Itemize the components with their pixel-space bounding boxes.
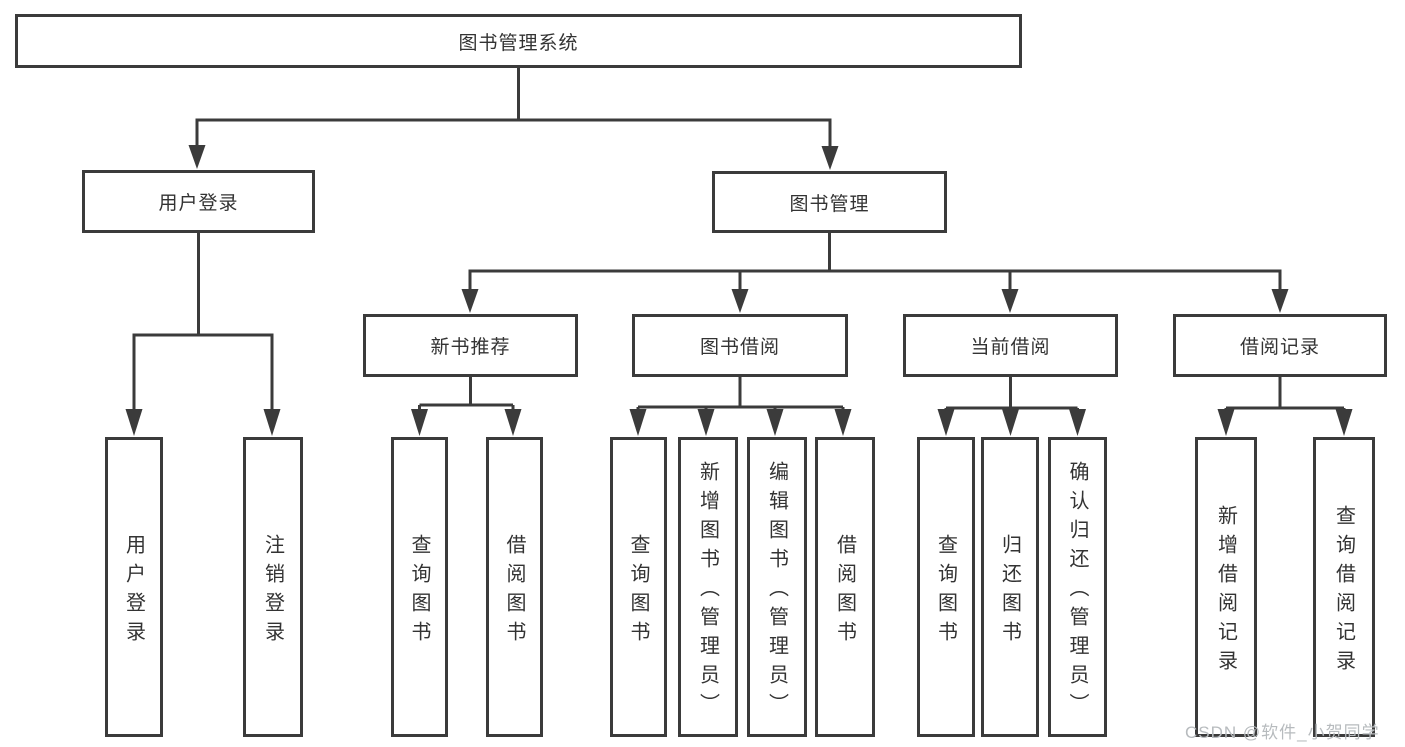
leaf-nbr-borrow-books-label: 借阅图书 <box>503 533 525 650</box>
leaf-bb-edit-books: 编辑图书（管理员） <box>747 437 807 737</box>
leaf-br-add-record-label: 新增借阅记录 <box>1214 504 1237 679</box>
arrow-leaf-logout <box>263 409 281 436</box>
leaf-br-query-record: 查询借阅记录 <box>1313 437 1375 737</box>
connector-book-mgmt <box>468 233 1282 290</box>
leaf-bb-add-books: 新增图书（管理员） <box>678 437 738 737</box>
leaf-logout: 注销登录 <box>243 437 303 737</box>
node-current-borrow-label: 当前借阅 <box>970 337 1051 358</box>
node-user-login: 用户登录 <box>82 170 315 233</box>
arrow-new-book-rec <box>461 289 479 313</box>
node-book-mgmt-label: 图书管理 <box>789 193 870 215</box>
arrow-leaf-bb-edit <box>766 409 784 436</box>
node-root-label: 图书管理系统 <box>458 32 579 54</box>
leaf-cb-query-books: 查询图书 <box>917 437 975 737</box>
leaf-bb-query-books-label: 查询图书 <box>627 533 649 650</box>
arrow-book-borrow <box>731 289 749 313</box>
connector-book-borrow <box>636 377 845 410</box>
leaf-bb-borrow-books-label: 借阅图书 <box>833 533 856 650</box>
node-borrow-records-label: 借阅记录 <box>1239 337 1320 358</box>
leaf-logout-label: 注销登录 <box>261 533 284 650</box>
node-root: 图书管理系统 <box>15 14 1022 68</box>
arrow-leaf-cb-query <box>937 409 955 436</box>
arrow-book-mgmt <box>821 146 839 170</box>
leaf-cb-return-books: 归还图书 <box>981 437 1039 737</box>
arrow-leaf-br-query <box>1335 409 1353 436</box>
leaf-user-login-label: 用户登录 <box>122 533 145 650</box>
leaf-nbr-query-books: 查询图书 <box>391 437 448 737</box>
arrow-leaf-br-add <box>1217 409 1235 436</box>
connector-borrow-records <box>1224 377 1346 410</box>
csdn-watermark: CSDN @软件_小贺同学 <box>1185 723 1380 742</box>
leaf-cb-return-books-label: 归还图书 <box>998 533 1021 650</box>
leaf-nbr-query-books-label: 查询图书 <box>408 533 430 650</box>
leaf-bb-add-books-label: 新增图书（管理员） <box>696 461 719 722</box>
leaf-cb-confirm-return: 确认归还（管理员） <box>1048 437 1107 737</box>
node-user-login-label: 用户登录 <box>158 193 239 214</box>
arrow-leaf-bb-add <box>697 409 715 436</box>
node-book-borrow: 图书借阅 <box>632 314 848 377</box>
arrow-leaf-bb-query <box>629 409 647 436</box>
connector-current-borrow <box>944 377 1079 410</box>
node-current-borrow: 当前借阅 <box>903 314 1118 377</box>
leaf-cb-query-books-label: 查询图书 <box>934 533 957 650</box>
connector-new-book-rec <box>418 377 515 410</box>
leaf-nbr-borrow-books: 借阅图书 <box>486 437 543 737</box>
arrow-leaf-bb-borrow <box>834 409 852 436</box>
arrow-leaf-nbr-query <box>411 409 428 436</box>
leaf-bb-borrow-books: 借阅图书 <box>815 437 875 737</box>
node-borrow-records: 借阅记录 <box>1173 314 1387 377</box>
node-new-book-rec-label: 新书推荐 <box>430 337 511 358</box>
arrow-current-borrow <box>1001 289 1019 313</box>
arrow-leaf-cb-confirm <box>1069 409 1086 436</box>
leaf-user-login: 用户登录 <box>105 437 163 737</box>
connector-user-login <box>132 233 274 410</box>
connector-root-trunk <box>195 66 832 147</box>
arrow-user-login <box>188 145 206 169</box>
leaf-cb-confirm-return-label: 确认归还（管理员） <box>1066 461 1088 722</box>
leaf-br-add-record: 新增借阅记录 <box>1195 437 1257 737</box>
node-book-borrow-label: 图书借阅 <box>699 337 780 358</box>
leaf-bb-query-books: 查询图书 <box>610 437 667 737</box>
arrow-leaf-user-login <box>125 409 143 436</box>
leaf-bb-edit-books-label: 编辑图书（管理员） <box>765 461 788 722</box>
node-book-mgmt: 图书管理 <box>712 171 947 233</box>
arrow-leaf-nbr-borrow <box>504 409 522 436</box>
node-new-book-rec: 新书推荐 <box>363 314 578 377</box>
arrow-borrow-records <box>1271 289 1289 313</box>
leaf-br-query-record-label: 查询借阅记录 <box>1332 504 1355 679</box>
arrow-leaf-cb-return <box>1002 409 1019 436</box>
arrowheads <box>125 145 1353 436</box>
